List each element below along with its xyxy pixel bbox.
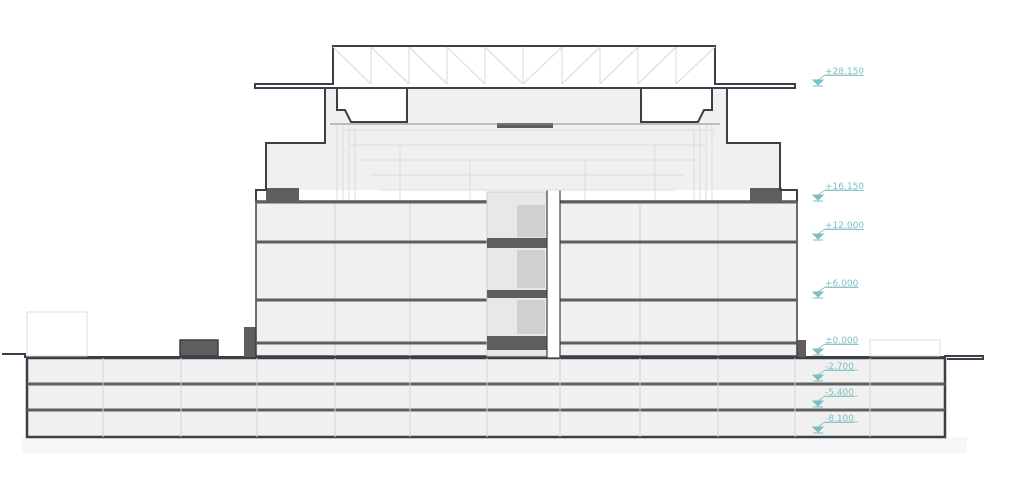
level-marker: +28.150	[811, 67, 864, 87]
level-label: +12.000	[825, 221, 864, 231]
entrance-canopy	[179, 339, 219, 357]
level-marker: -2.700	[811, 362, 858, 382]
level-triangle-icon	[811, 233, 825, 241]
level-marker: -8.100	[811, 414, 858, 434]
upper-storey	[255, 87, 798, 201]
ground-line	[2, 353, 984, 360]
level-markers: +28.150 +16.150 +12.000 +6.000 ±0.000 -2.700 -…	[811, 67, 864, 434]
planter-left	[26, 311, 88, 357]
planter-right	[869, 339, 941, 357]
level-marker: -5.400	[811, 388, 858, 408]
level-marker: +6.000	[811, 279, 859, 299]
level-marker: +16.150	[811, 182, 864, 202]
level-label: +6.000	[825, 279, 859, 289]
level-label: +16.150	[825, 182, 864, 192]
level-triangle-icon	[811, 194, 825, 202]
roof-truss	[254, 45, 796, 89]
mechanical-room-right	[640, 87, 713, 123]
level-label: +28.150	[825, 67, 864, 77]
level-triangle-icon	[811, 291, 825, 299]
level-label: ±0.000	[825, 336, 859, 346]
level-label: -2.700	[825, 362, 854, 372]
level-triangle-icon	[811, 348, 825, 356]
level-marker: ±0.000	[811, 336, 859, 356]
mechanical-room-left	[336, 87, 408, 123]
level-label: -5.400	[825, 388, 854, 398]
wall-stub-left	[244, 327, 256, 357]
stair-core	[486, 171, 561, 359]
level-triangle-icon	[811, 79, 825, 87]
level-marker: +12.000	[811, 221, 864, 241]
basement	[25, 356, 947, 439]
ground-hatch	[22, 437, 967, 453]
level-label: -8.100	[825, 414, 854, 424]
